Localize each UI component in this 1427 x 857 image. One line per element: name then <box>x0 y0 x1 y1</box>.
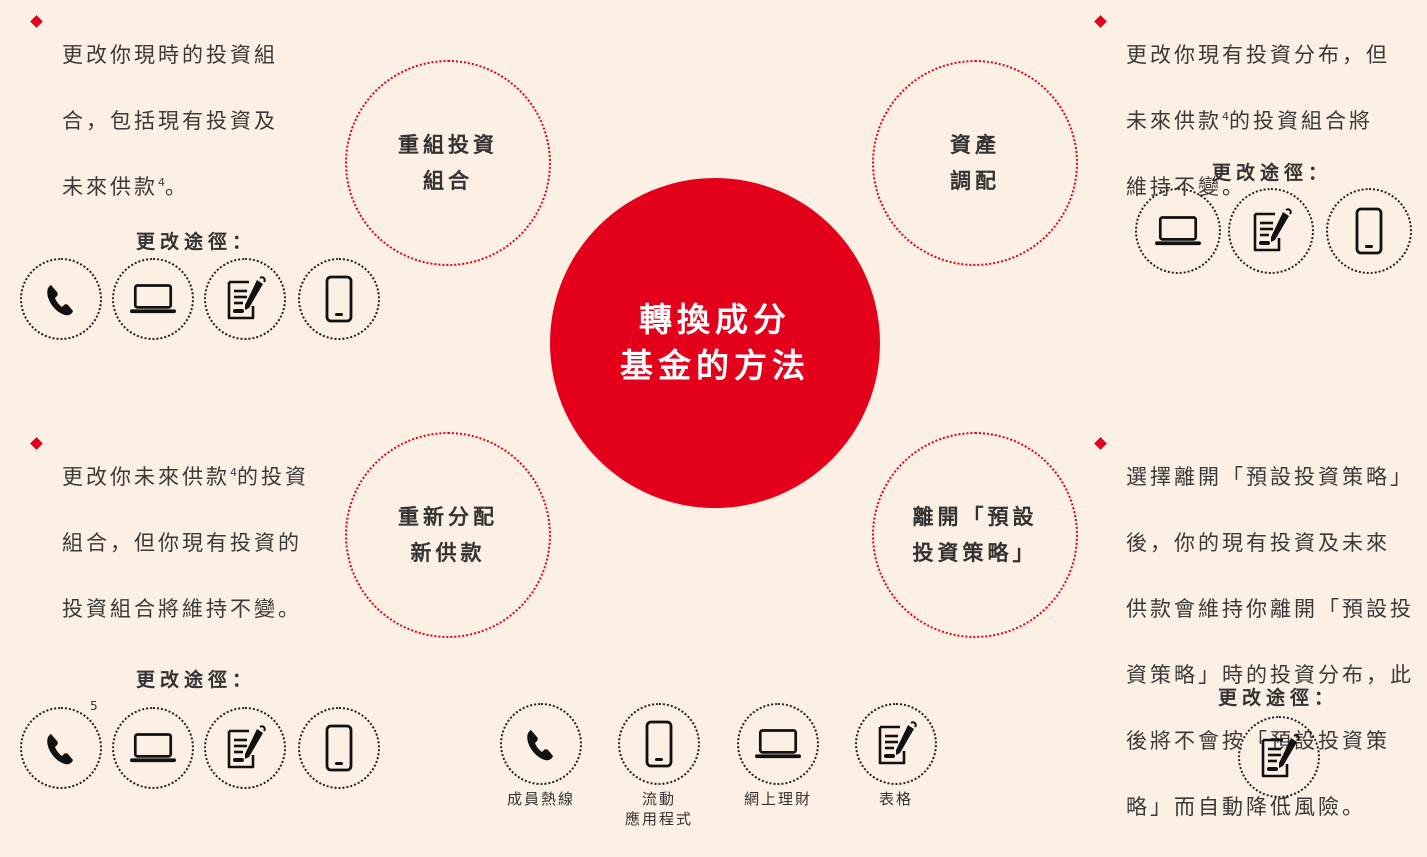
circle-label: 調配 <box>950 169 1000 193</box>
top-left-description: 更改你現時的投資組 合，包括現有投資及 未來供款4。 <box>30 6 332 199</box>
form-icon <box>204 258 286 340</box>
phone-icon <box>20 707 102 789</box>
reallocate-contributions-circle: 重新分配 新供款 <box>345 432 551 638</box>
circle-label: 組合 <box>423 169 473 193</box>
bullet-diamond-icon <box>1094 15 1107 28</box>
desc-line: 更改你未來供款4的投資 <box>62 465 309 489</box>
footnote-marker: 4 <box>158 176 165 189</box>
laptop-icon <box>1135 188 1221 274</box>
form-icon <box>1238 716 1320 798</box>
desc-line: 組合，但你現有投資的 <box>62 531 302 555</box>
bullet-diamond-icon <box>30 15 43 28</box>
circle-label: 資產 <box>950 133 1000 157</box>
route-title: 更改途徑： <box>136 231 257 253</box>
desc-line: 選擇離開「預設投資策略」 <box>1126 465 1414 489</box>
exit-default-strategy-circle: 離開「預設 投資策略」 <box>872 432 1078 638</box>
legend-label: 流動 應用程式 <box>624 790 693 828</box>
bullet-diamond-icon <box>1094 437 1107 450</box>
legend-label: 成員熱線 <box>506 790 575 808</box>
circle-label: 重新分配 <box>398 505 498 529</box>
desc-line: 投資組合將維持不變。 <box>62 597 302 621</box>
legend-laptop-icon <box>737 703 819 785</box>
center-title-line: 轉換成分 <box>639 300 791 339</box>
legend-form-icon <box>855 703 937 785</box>
mobile-icon <box>298 258 380 340</box>
asset-allocation-circle: 資產 調配 <box>872 60 1078 266</box>
mobile-icon <box>1326 188 1412 274</box>
circle-label: 投資策略」 <box>912 541 1038 565</box>
circle-label: 離開「預設 <box>912 505 1038 529</box>
legend-label: 網上理財 <box>743 790 812 808</box>
desc-line: 更改你現時的投資組 <box>62 43 278 67</box>
restructure-portfolio-circle: 重組投資 組合 <box>345 60 551 266</box>
desc-line: 更改你現有投資分布，但 <box>1126 43 1390 67</box>
bottom-left-description: 更改你未來供款4的投資 組合，但你現有投資的 投資組合將維持不變。 <box>30 428 352 621</box>
laptop-icon <box>112 707 194 789</box>
footnote-marker: 4 <box>1222 110 1229 123</box>
circle-label: 重組投資 <box>398 133 498 157</box>
desc-line: 未來供款4的投資組合將 <box>1126 109 1373 133</box>
route-title: 更改途徑： <box>1212 162 1333 184</box>
desc-line: 資策略」時的投資分布，此 <box>1126 663 1414 687</box>
form-icon <box>1228 188 1314 274</box>
desc-line: 後，你的現有投資及未來 <box>1126 531 1390 555</box>
route-title: 更改途徑： <box>1218 687 1339 709</box>
footnote-marker: 5 <box>90 699 98 713</box>
circle-label: 新供款 <box>410 541 486 565</box>
legend-label: 表格 <box>878 790 913 808</box>
top-right-description: 更改你現有投資分布，但 未來供款4的投資組合將 維持不變。 <box>1094 6 1426 199</box>
bullet-diamond-icon <box>30 437 43 450</box>
route-title: 更改途徑： <box>136 669 257 691</box>
desc-line: 合，包括現有投資及 <box>62 109 278 133</box>
mobile-icon <box>298 707 380 789</box>
form-icon <box>204 707 286 789</box>
central-topic-circle: 轉換成分 基金的方法 <box>550 178 880 508</box>
bottom-right-description: 選擇離開「預設投資策略」 後，你的現有投資及未來 供款會維持你離開「預設投 資策… <box>1094 428 1426 819</box>
legend-mobile-icon <box>618 703 700 785</box>
desc-line: 略」而自動降低風險。 <box>1126 795 1366 819</box>
footnote-marker: 4 <box>230 466 237 479</box>
laptop-icon <box>112 258 194 340</box>
desc-line: 未來供款4。 <box>62 175 189 199</box>
desc-line: 供款會維持你離開「預設投 <box>1126 597 1414 621</box>
legend-phone-icon <box>500 703 582 785</box>
center-title-line: 基金的方法 <box>620 346 810 385</box>
phone-icon <box>20 258 102 340</box>
